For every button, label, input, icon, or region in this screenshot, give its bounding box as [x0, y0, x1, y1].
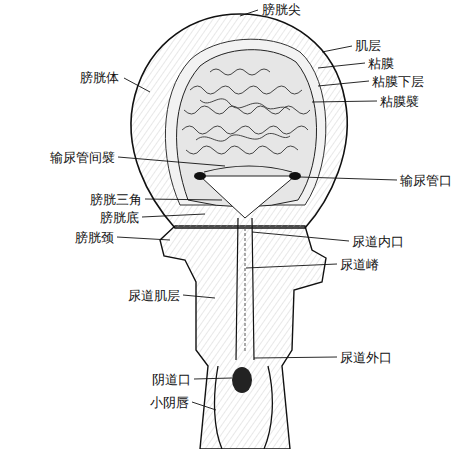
part-label: 尿道嵴 — [340, 257, 379, 272]
part-label: 膀胱颈 — [75, 230, 114, 245]
leader-lines — [117, 10, 397, 410]
part-label: 阴道口 — [152, 372, 191, 387]
part-label: 输尿管间襞 — [50, 150, 115, 165]
ureteric-orifice — [194, 172, 206, 180]
bladder-wall — [131, 14, 347, 228]
part-label: 膀胱体 — [80, 70, 119, 85]
part-label: 膀胱底 — [100, 210, 139, 225]
part-label: 粘膜襞 — [380, 94, 419, 109]
interureteric-fold — [204, 166, 292, 172]
part-label: 粘膜 — [368, 56, 394, 71]
mucosal-folds — [182, 69, 310, 154]
part-label: 肌层 — [355, 38, 381, 53]
part-label: 粘膜下层 — [372, 74, 424, 89]
urethra-tissue — [160, 226, 326, 449]
part-label: 膀胱三角 — [90, 192, 142, 207]
vaginal-opening — [232, 367, 252, 393]
trigone — [200, 176, 295, 218]
urethral-lumen — [236, 218, 254, 360]
part-label: 小阴唇 — [150, 395, 189, 410]
ureteric-orifice — [289, 172, 301, 180]
part-label: 尿道外口 — [340, 350, 392, 365]
part-label: 尿道肌层 — [128, 288, 180, 303]
part-label: 膀胱尖 — [262, 2, 301, 17]
part-label: 尿道内口 — [352, 234, 404, 249]
part-label: 输尿管口 — [400, 173, 452, 188]
urethral-crest — [245, 228, 246, 352]
